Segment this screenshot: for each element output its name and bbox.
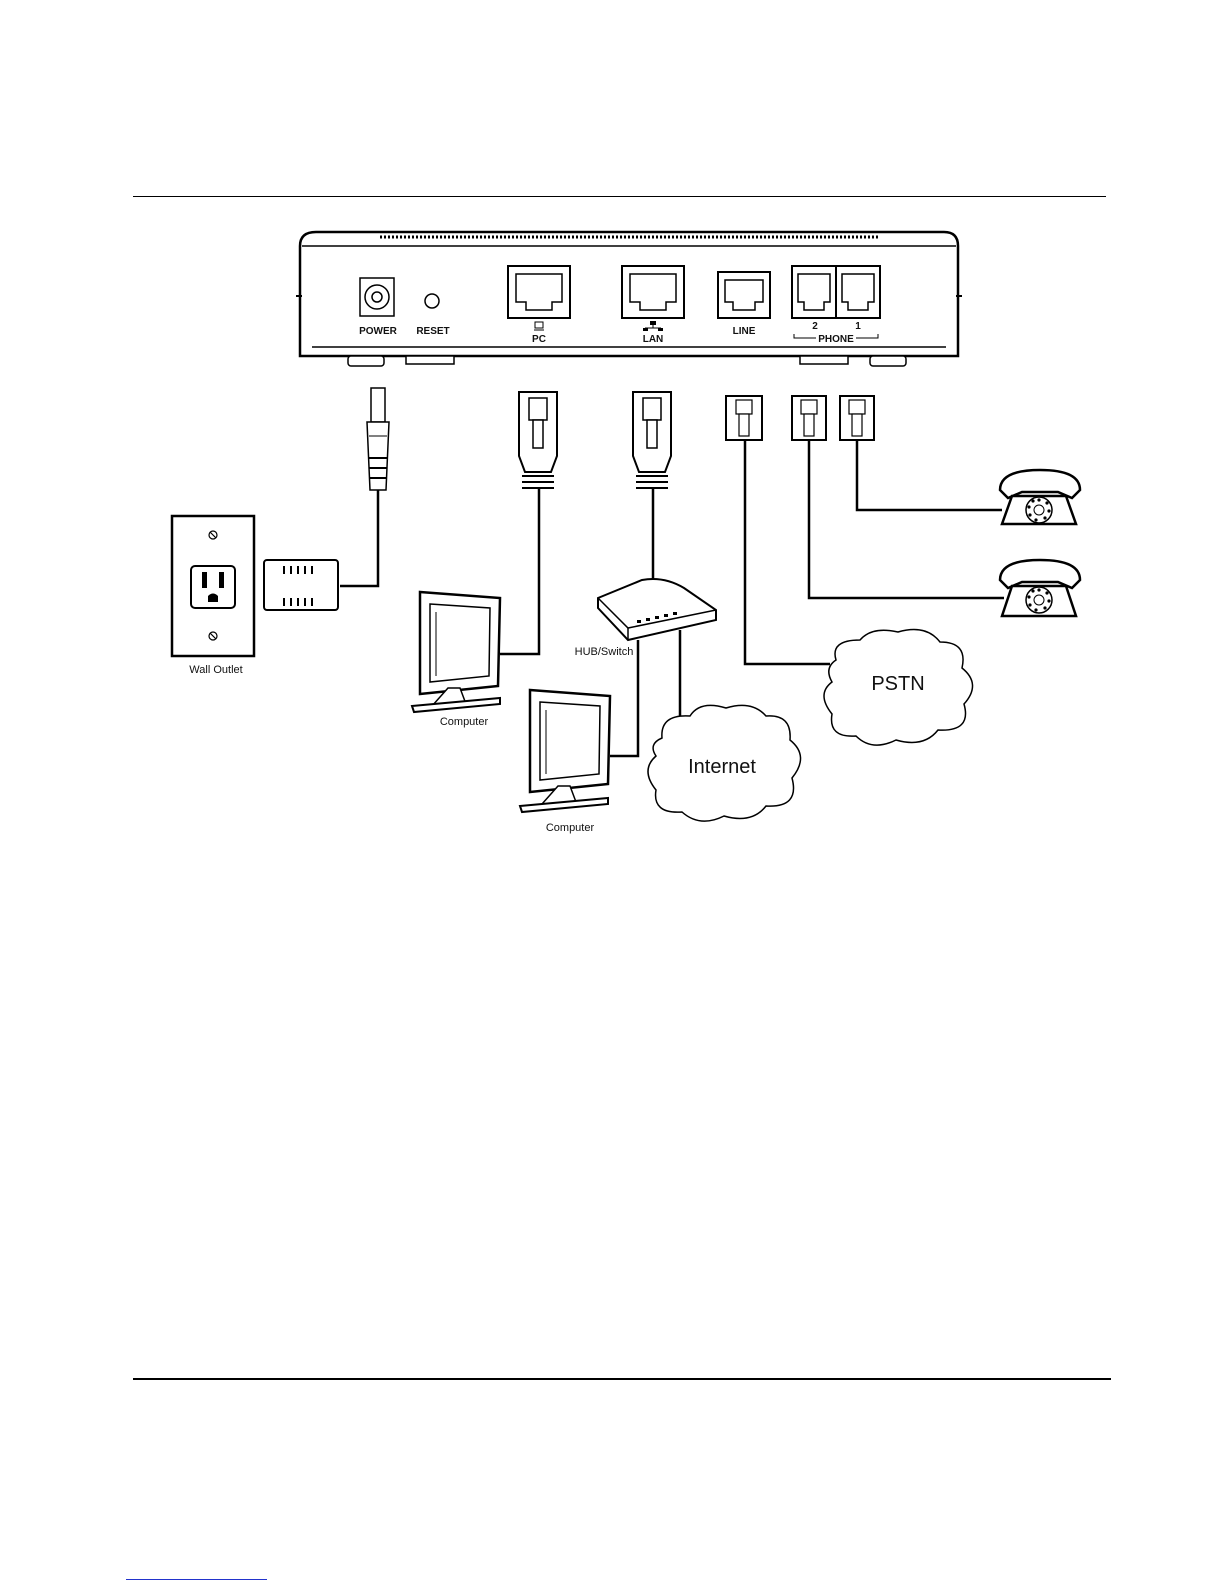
phone-2-label: 2 (812, 321, 818, 332)
pstn-label: PSTN (871, 673, 924, 695)
line-port (718, 272, 770, 318)
telephone-1-icon (1000, 470, 1080, 524)
phone-group-label: PHONE (818, 334, 854, 345)
internet-label: Internet (688, 756, 756, 778)
reset-button (425, 294, 439, 308)
phone2-cable (809, 440, 1004, 598)
lan-port (622, 266, 684, 318)
pc-port (508, 266, 570, 318)
power-port-label: POWER (359, 326, 398, 337)
phone-ports (792, 266, 880, 318)
wall-outlet (172, 516, 254, 656)
phone1-cable-plug (840, 396, 874, 440)
line-cable-plug (726, 396, 762, 440)
pc-port-label: PC (532, 334, 546, 345)
reset-label: RESET (416, 326, 449, 337)
pc-cable (500, 488, 539, 654)
phone-1-label: 1 (855, 321, 861, 332)
hub-switch (598, 579, 716, 640)
phone2-cable-plug (792, 396, 826, 440)
power-adapter (264, 560, 338, 610)
lan-cable-plug (633, 392, 671, 488)
telephone-2-icon (1000, 560, 1080, 616)
hub-switch-label: HUB/Switch (575, 646, 634, 658)
line-cable (745, 440, 830, 664)
computer-1-label: Computer (440, 716, 489, 728)
computer-2-icon (520, 690, 610, 812)
computer-1-icon (412, 592, 500, 712)
phone1-cable (857, 440, 1002, 510)
power-cable (340, 490, 378, 586)
power-port (360, 278, 394, 316)
wall-outlet-label: Wall Outlet (189, 664, 242, 676)
power-plug (367, 388, 389, 490)
pc-cable-plug (519, 392, 557, 488)
lan-port-label: LAN (643, 334, 664, 345)
line-port-label: LINE (733, 326, 756, 337)
computer-2-label: Computer (546, 822, 595, 834)
